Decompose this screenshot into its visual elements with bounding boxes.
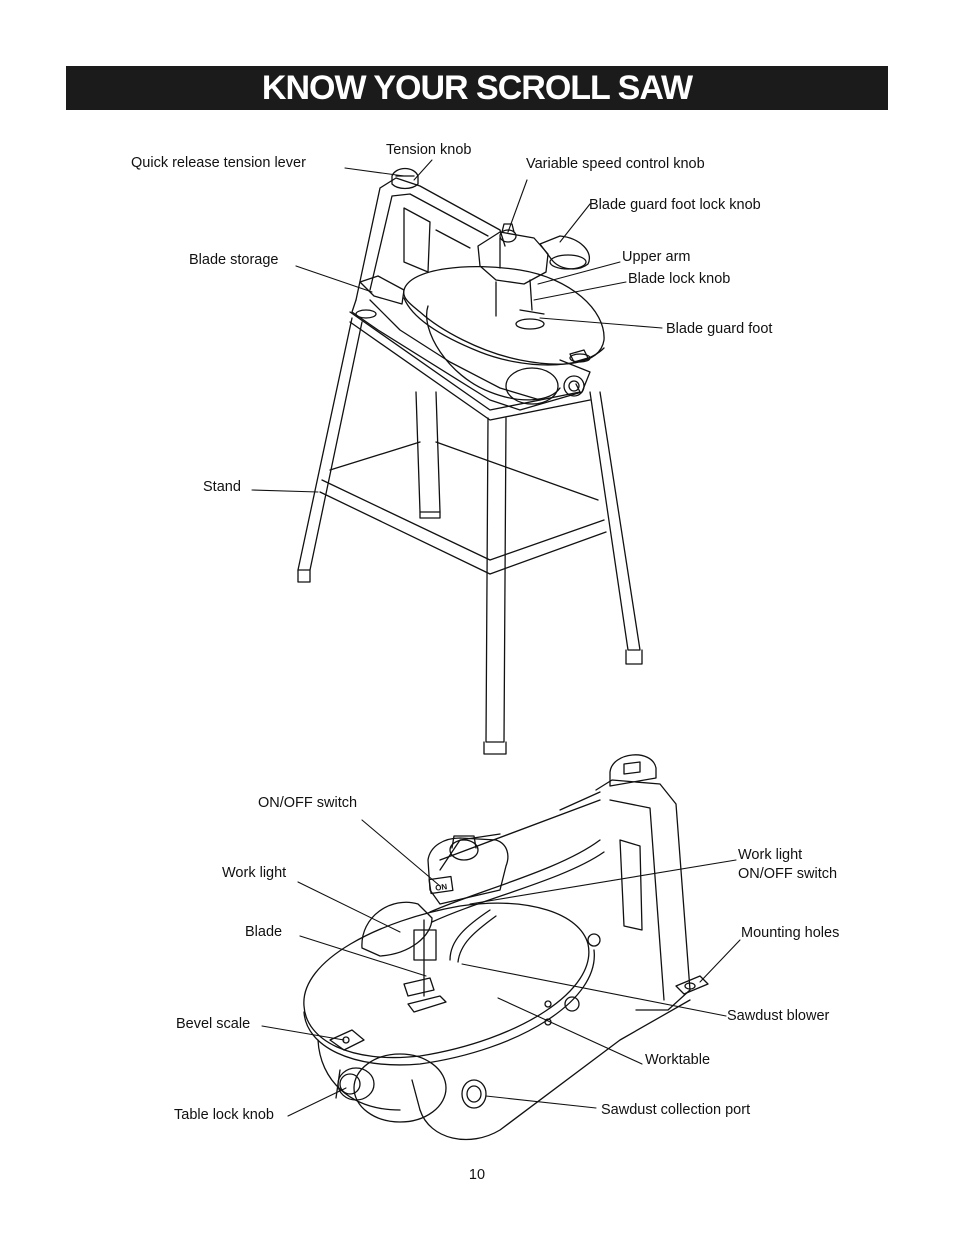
label-work-light: Work light: [222, 865, 287, 881]
stand-illustration: [297, 311, 643, 755]
label-sawdust-blower: Sawdust blower: [727, 1008, 830, 1024]
label-on-off-switch: ON/OFF switch: [258, 795, 358, 811]
top-saw-body: [351, 167, 605, 411]
title-bar: KNOW YOUR SCROLL SAW: [66, 66, 888, 110]
page-number: 10: [468, 1167, 486, 1183]
label-blade: Blade: [245, 924, 283, 940]
label-blade-guard-foot-lock-knob: Blade guard foot lock knob: [589, 197, 761, 213]
bottom-saw-figure: [303, 754, 709, 1141]
label-blade-storage: Blade storage: [189, 252, 279, 268]
label-table-lock-knob: Table lock knob: [174, 1107, 274, 1123]
label-sawdust-collection-port: Sawdust collection port: [601, 1102, 751, 1118]
top-saw-figure: [297, 167, 643, 755]
label-worktable: Worktable: [645, 1052, 711, 1068]
label-blade-guard-foot: Blade guard foot: [666, 321, 773, 337]
leader-lines: [251, 159, 741, 1117]
label-tension-knob: Tension knob: [386, 142, 472, 158]
label-blade-lock-knob: Blade lock knob: [628, 271, 731, 287]
label-upper-arm: Upper arm: [622, 249, 691, 265]
label-variable-speed-control-knob: Variable speed control knob: [526, 156, 705, 172]
label-stand: Stand: [203, 479, 241, 495]
on-switch-text: ON: [435, 882, 448, 893]
page-title: KNOW YOUR SCROLL SAW: [261, 68, 693, 107]
label-bevel-scale: Bevel scale: [176, 1016, 251, 1032]
label-work-light-on-off-switch: Work light ON/OFF switch: [738, 847, 838, 882]
label-mounting-holes: Mounting holes: [741, 925, 840, 941]
label-quick-release-tension-lever: Quick release tension lever: [131, 155, 306, 171]
